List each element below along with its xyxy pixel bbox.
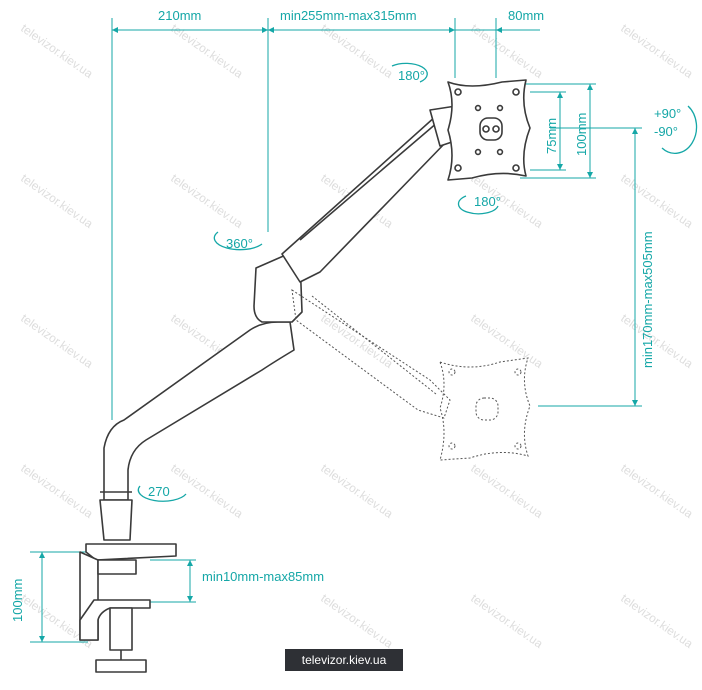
dimension-lines: [30, 18, 642, 643]
rotation-label-arm-joint: 360°: [226, 236, 253, 251]
clamp-knob: [109, 607, 133, 651]
watermark-text: televizor.kiev.ua: [468, 461, 546, 521]
rotation-labels: 180° 180° +90° -90° 360° 270: [148, 68, 681, 499]
watermark-text: televizor.kiev.ua: [618, 311, 696, 371]
lower-arm: [103, 321, 295, 501]
dim-vesa-offset: 80mm: [508, 8, 544, 23]
watermark-text: televizor.kiev.ua: [168, 461, 246, 521]
dimension-labels: 210mm min255mm-max315mm 80mm 75mm 100mm …: [10, 8, 655, 622]
ghost-arm-lowered: [291, 288, 531, 461]
dim-arm-reach: min255mm-max315mm: [280, 8, 417, 23]
dim-base-to-pivot: 210mm: [158, 8, 201, 23]
rotation-arcs: [137, 62, 698, 502]
watermark-text: televizor.kiev.ua: [18, 21, 96, 81]
watermark-text: televizor.kiev.ua: [18, 171, 96, 231]
watermark-text: televizor.kiev.ua: [318, 461, 396, 521]
dim-vesa-large: 100mm: [574, 113, 589, 156]
dim-height-range: min170mm-max505mm: [640, 231, 655, 368]
rotation-label-tilt-down: -90°: [654, 124, 678, 139]
rotation-arc-180-bottom: [457, 195, 499, 215]
watermark-text: televizor.kiev.ua: [468, 311, 546, 371]
dim-clamp-height: 100mm: [10, 579, 25, 622]
watermark-text: televizor.kiev.ua: [618, 171, 696, 231]
rotation-arc-270: [137, 485, 187, 502]
monitor-arm-drawing: [79, 79, 531, 673]
elbow-joint: [253, 253, 303, 323]
rotation-arc-180-top: [391, 62, 428, 83]
watermark-text: televizor.kiev.ua: [318, 311, 396, 371]
watermark-text: televizor.kiev.ua: [18, 461, 96, 521]
watermark-badge: televizor.kiev.ua: [285, 649, 403, 671]
rotation-label-tilt-up: +90°: [654, 106, 681, 121]
pole: [99, 499, 133, 541]
rotation-arc-360: [213, 231, 263, 251]
watermark-text: televizor.kiev.ua: [468, 591, 546, 651]
watermark-text: televizor.kiev.ua: [168, 171, 246, 231]
rotation-label-swivel-top: 180°: [398, 68, 425, 83]
watermark-text: televizor.kiev.ua: [318, 591, 396, 651]
upper-arm: [281, 110, 459, 283]
rotation-label-swivel-bottom: 180°: [474, 194, 501, 209]
rotation-arc-tilt: [661, 105, 698, 154]
dim-clamp-thickness: min10mm-max85mm: [202, 569, 324, 584]
dimension-arrows: [39, 27, 638, 642]
watermark-text: televizor.kiev.ua: [618, 21, 696, 81]
clamp-top-plate: [85, 543, 177, 561]
watermark-text: televizor.kiev.ua: [618, 461, 696, 521]
rotation-label-base: 270: [148, 484, 170, 499]
dim-vesa-small: 75mm: [544, 118, 559, 154]
watermark-text: televizor.kiev.ua: [18, 311, 96, 371]
watermark-text: televizor.kiev.ua: [618, 591, 696, 651]
vesa-plate-bottom: [439, 357, 531, 461]
